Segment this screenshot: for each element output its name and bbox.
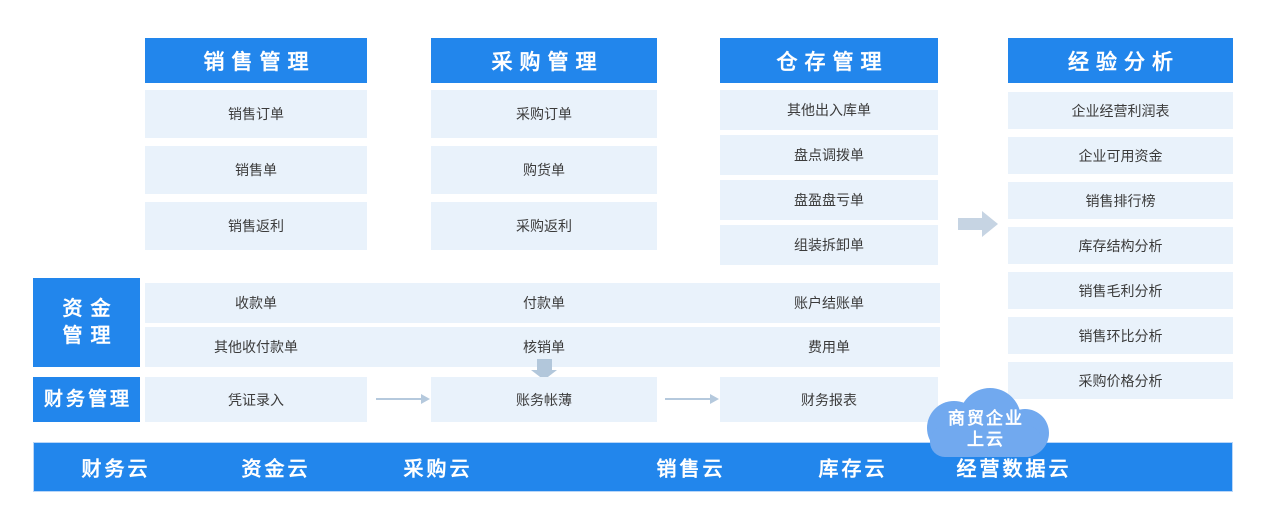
column-item: 组装拆卸单 (720, 225, 938, 265)
finance-row-cell: 账务帐薄 (431, 377, 657, 422)
column-item: 盘点调拨单 (720, 135, 938, 175)
fund-row-cell: 核销单 (523, 339, 565, 355)
column-header-purchase-management: 采购管理 (431, 38, 657, 83)
arrow-right-block-icon (958, 211, 998, 237)
column-item: 销售单 (145, 146, 367, 194)
fund-management-label-line: 资金 (62, 297, 119, 320)
cloud-icon (927, 388, 1049, 457)
fund-row: 收款单 付款单 账户结账单 (145, 283, 940, 323)
fund-row-cell: 其他收付款单 (214, 339, 298, 355)
column-item: 采购价格分析 (1008, 362, 1233, 399)
bar-item-sales-cloud: 销售云 (656, 458, 726, 481)
fund-row-cell: 账户结账单 (794, 295, 864, 311)
bar-item-fund-cloud: 资金云 (241, 458, 311, 481)
column-header-analysis: 经验分析 (1008, 38, 1233, 83)
finance-row-cell: 财务报表 (720, 377, 938, 422)
column-item: 企业经营利润表 (1008, 92, 1233, 129)
cloud-label-line: 上云 (967, 430, 1005, 449)
bar-item-finance-cloud: 财务云 (81, 458, 151, 481)
column-item: 购货单 (431, 146, 657, 194)
bar-item-inventory-cloud: 库存云 (818, 458, 888, 481)
column-item: 采购订单 (431, 90, 657, 138)
arrow-right-thin-icon (665, 394, 719, 404)
bar-item-business-data-cloud: 经营数据云 (956, 458, 1072, 481)
cloud-badge: 商贸企业 上云 (916, 388, 1056, 458)
bar-item-purchase-cloud: 采购云 (403, 458, 473, 481)
column-item: 销售排行榜 (1008, 182, 1233, 219)
column-item: 库存结构分析 (1008, 227, 1233, 264)
column-item: 销售毛利分析 (1008, 272, 1233, 309)
column-header-warehouse-management: 仓存管理 (720, 38, 938, 83)
cloud-label-line: 商贸企业 (948, 408, 1024, 428)
arrow-right-thin-icon (376, 394, 430, 404)
fund-management-label-line: 管理 (62, 324, 119, 347)
column-item: 销售环比分析 (1008, 317, 1233, 354)
column-item: 企业可用资金 (1008, 137, 1233, 174)
fund-row-cell: 收款单 (235, 295, 277, 311)
column-item: 销售订单 (145, 90, 367, 138)
column-item: 盘盈盘亏单 (720, 180, 938, 220)
fund-row-cell: 费用单 (808, 339, 850, 355)
column-item: 采购返利 (431, 202, 657, 250)
fund-management-block: 资金 管理 (33, 278, 140, 367)
arrow-down-icon (531, 359, 557, 380)
finance-row-cell: 凭证录入 (145, 377, 367, 422)
column-item: 其他出入库单 (720, 90, 938, 130)
column-header-sales-management: 销售管理 (145, 38, 367, 83)
fund-row-cell: 付款单 (523, 295, 565, 311)
cloud-label: 商贸企业 上云 (916, 394, 1056, 464)
column-item: 销售返利 (145, 202, 367, 250)
finance-management-block: 财务管理 (33, 377, 140, 422)
